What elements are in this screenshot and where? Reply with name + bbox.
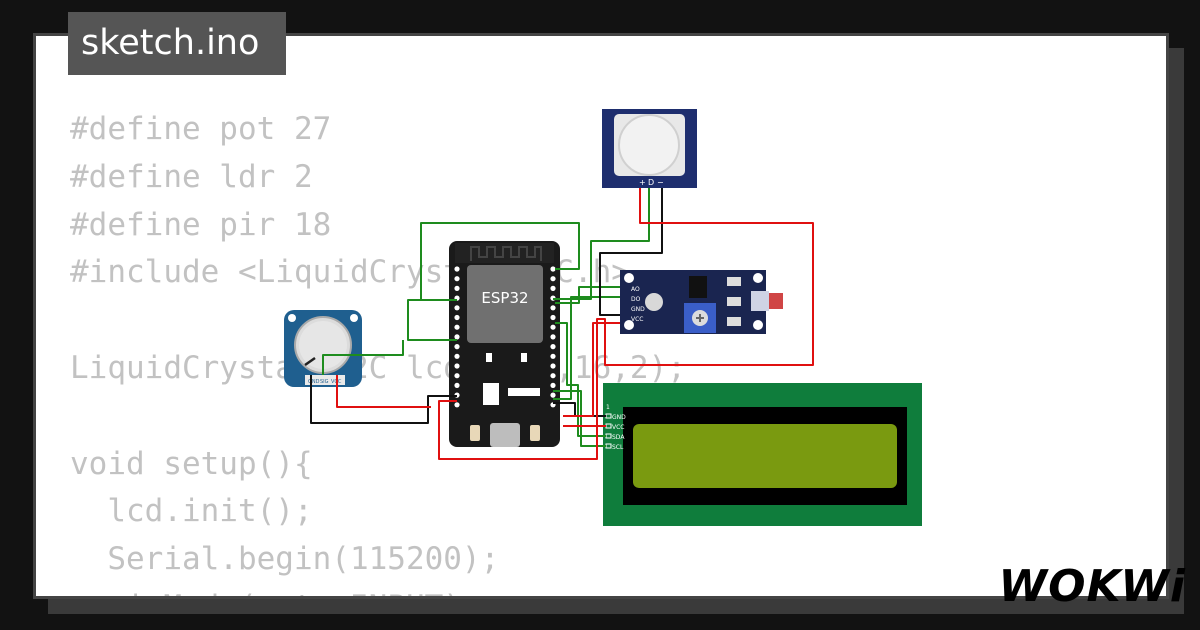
code-line: #include <LiquidCrystal_I2C.h>	[70, 254, 630, 291]
lcd-pin-gnd: GND	[612, 414, 626, 421]
wire-green	[553, 296, 620, 400]
wire-black	[553, 402, 606, 417]
ldr-pin-gnd: GND	[631, 306, 645, 313]
esp32-header-pin	[550, 276, 556, 282]
potentiometer[interactable]: GND SIG VCC	[284, 310, 362, 387]
wire-green	[407, 299, 457, 341]
esp32-board[interactable]: ESP32	[449, 241, 560, 447]
preview-card: #define pot 27 #define ldr 2 #define pir 1…	[33, 33, 1169, 599]
esp32-header-pin	[550, 334, 556, 340]
lcd-pin-vcc: VCC	[612, 424, 624, 431]
boot-button[interactable]	[530, 425, 540, 441]
esp32-header-pin	[454, 314, 460, 321]
esp32-header-pin	[454, 266, 460, 272]
pir-pin-vcc: +	[639, 178, 646, 187]
esp32-header-pin	[454, 373, 460, 379]
wire-green	[322, 340, 404, 375]
comparator-chip	[689, 276, 707, 298]
ldr-pin-vcc: VCC	[631, 316, 643, 323]
pot-pin-sig: SIG	[320, 379, 329, 385]
lcd-display[interactable]: 1 GND VCC SDA SCL	[603, 383, 922, 526]
esp32-header-pin	[550, 314, 556, 321]
wire-black	[599, 188, 663, 316]
code-line: pinMode(pot, INPUT);	[70, 584, 686, 596]
esp32-header-pin	[550, 305, 556, 311]
wire-black	[310, 375, 457, 424]
esp32-header-pin	[454, 344, 460, 350]
esp32-chip	[467, 265, 543, 343]
lcd-pin-header: 1	[606, 404, 610, 411]
pir-dome	[618, 114, 680, 176]
led-indicator	[645, 293, 663, 311]
esp32-header-pin	[454, 363, 460, 369]
code-line: lcd.init();	[70, 493, 313, 530]
code-line: void setup(){	[70, 445, 313, 482]
wire-red	[563, 322, 620, 417]
ldr-pin-do: DO	[631, 296, 641, 303]
pir-sensor[interactable]: + D −	[602, 109, 697, 188]
code-line: #define pir 18	[70, 206, 332, 243]
usb-port	[490, 423, 520, 447]
wire-red	[336, 375, 431, 408]
photoresistor	[769, 293, 783, 309]
esp32-header-pin	[550, 392, 556, 398]
esp32-header-pin	[454, 305, 460, 311]
wokwi-logo: WOKWi	[998, 561, 1186, 612]
wire-green	[555, 286, 620, 304]
esp32-header-pin	[550, 382, 556, 388]
ldr-module[interactable]: AO DO GND VCC	[620, 270, 783, 334]
lcd-screen	[633, 424, 897, 488]
pot-pin-gnd: GND	[308, 379, 320, 385]
wire-green	[555, 322, 606, 437]
wire-red	[438, 188, 814, 460]
esp32-header-pin	[550, 344, 556, 350]
code-line: Serial.begin(115200);	[70, 541, 500, 578]
ldr-pin-ao: AO	[631, 286, 640, 293]
lcd-pin-scl: SCL	[612, 444, 624, 451]
wire-green	[553, 390, 606, 447]
file-tab[interactable]: sketch.ino	[68, 12, 286, 75]
esp32-header-pin	[454, 353, 460, 359]
code-line: #define ldr 2	[70, 158, 313, 195]
wires	[310, 188, 814, 460]
code-line: #define pot 27	[70, 111, 332, 147]
esp32-header-pin	[454, 285, 460, 291]
esp32-header-pin	[550, 373, 556, 379]
esp32-header-pin	[454, 402, 460, 408]
esp32-header-pin	[550, 353, 556, 359]
pir-pin-d: D	[648, 178, 654, 187]
esp32-header-pin	[550, 266, 556, 272]
esp32-header-pin	[454, 324, 460, 330]
reset-button[interactable]	[470, 425, 480, 441]
wire-green	[420, 222, 580, 301]
esp32-header-pin	[454, 276, 460, 282]
lcd-pin-sda: SDA	[612, 434, 625, 441]
esp32-header-pin	[454, 334, 460, 340]
pir-pin-gnd: −	[657, 178, 664, 187]
esp32-label: ESP32	[481, 289, 528, 307]
esp32-header-pin	[550, 285, 556, 291]
esp32-header-pin	[550, 324, 556, 330]
esp32-header-pin	[550, 363, 556, 369]
esp32-header-pin	[454, 382, 460, 388]
circuit-diagram: ESP32 + D − AO DO GND	[284, 109, 922, 526]
